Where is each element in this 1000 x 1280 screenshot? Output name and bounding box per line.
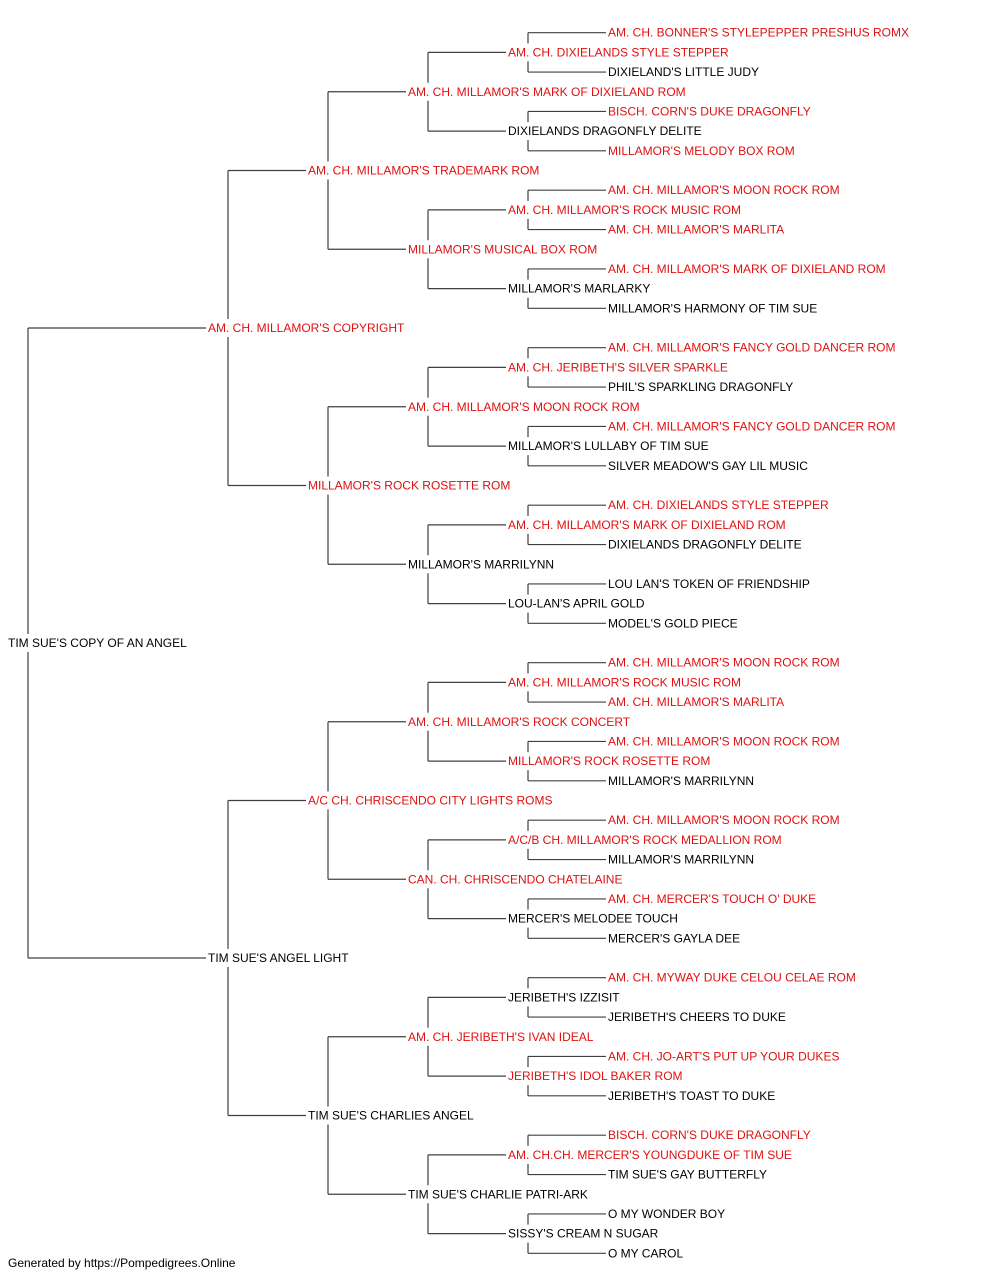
pedigree-entry-gen2: A/C CH. CHRISCENDO CITY LIGHTS ROMS (308, 794, 552, 808)
pedigree-entry-gen4: AM. CH. DIXIELANDS STYLE STEPPER (508, 45, 729, 59)
pedigree-entry-gen4: AM. CH. MILLAMOR'S MARK OF DIXIELAND ROM (508, 518, 786, 532)
pedigree-entry-gen3: AM. CH. MILLAMOR'S MARK OF DIXIELAND ROM (408, 85, 686, 99)
pedigree-entry-gen4: AM. CH. MILLAMOR'S ROCK MUSIC ROM (508, 675, 741, 689)
pedigree-entry-gen5: O MY CAROL (608, 1246, 683, 1260)
pedigree-entry-gen4: SISSY'S CREAM N SUGAR (508, 1227, 659, 1241)
pedigree-entry-gen2: AM. CH. MILLAMOR'S TRADEMARK ROM (308, 164, 539, 178)
pedigree-entry-gen5: PHIL'S SPARKLING DRAGONFLY (608, 380, 793, 394)
pedigree-entry-gen5: O MY WONDER BOY (608, 1207, 725, 1221)
pedigree-entry-gen5: AM. CH. MILLAMOR'S MARLITA (608, 695, 784, 709)
pedigree-entry-gen5: AM. CH. DIXIELANDS STYLE STEPPER (608, 498, 829, 512)
pedigree-entry-gen5: AM. CH. MILLAMOR'S MARK OF DIXIELAND ROM (608, 262, 886, 276)
pedigree-entry-gen4: AM. CH. JERIBETH'S SILVER SPARKLE (508, 360, 728, 374)
pedigree-entry-gen5: MERCER'S GAYLA DEE (608, 931, 740, 945)
generated-by-footer: Generated by https://Pompedigrees.Online (8, 1256, 236, 1270)
pedigree-entry-gen5: AM. CH. JO-ART'S PUT UP YOUR DUKES (608, 1049, 839, 1063)
pedigree-entry-gen4: MILLAMOR'S ROCK ROSETTE ROM (508, 754, 710, 768)
pedigree-entry-gen4: JERIBETH'S IZZISIT (508, 990, 620, 1004)
pedigree-entry-gen4: AM. CH. MILLAMOR'S ROCK MUSIC ROM (508, 203, 741, 217)
pedigree-entry-gen3: AM. CH. MILLAMOR'S MOON ROCK ROM (408, 400, 640, 414)
pedigree-entry-gen2: TIM SUE'S CHARLIES ANGEL (308, 1109, 474, 1123)
pedigree-entry-gen3: MILLAMOR'S MUSICAL BOX ROM (408, 242, 597, 256)
pedigree-entry-gen5: JERIBETH'S TOAST TO DUKE (608, 1089, 775, 1103)
pedigree-entry-gen5: TIM SUE'S GAY BUTTERFLY (608, 1168, 767, 1182)
pedigree-entry-gen4: LOU-LAN'S APRIL GOLD (508, 597, 645, 611)
pedigree-entry-gen5: DIXIELAND'S LITTLE JUDY (608, 65, 759, 79)
pedigree-entry-gen4: DIXIELANDS DRAGONFLY DELITE (508, 124, 702, 138)
pedigree-entry-gen2: MILLAMOR'S ROCK ROSETTE ROM (308, 479, 510, 493)
pedigree-entry-gen5: MILLAMOR'S MELODY BOX ROM (608, 144, 795, 158)
pedigree-entry-gen5: AM. CH. MYWAY DUKE CELOU CELAE ROM (608, 971, 856, 985)
pedigree-entry-gen5: AM. CH. BONNER'S STYLEPEPPER PRESHUS ROM… (608, 26, 909, 40)
pedigree-entry-gen4: A/C/B CH. MILLAMOR'S ROCK MEDALLION ROM (508, 833, 782, 847)
pedigree-entry-gen4: JERIBETH'S IDOL BAKER ROM (508, 1069, 683, 1083)
pedigree-entry-gen5: AM. CH. MILLAMOR'S MOON ROCK ROM (608, 183, 840, 197)
pedigree-entry-gen4: AM. CH.CH. MERCER'S YOUNGDUKE OF TIM SUE (508, 1148, 792, 1162)
pedigree-entry-gen3: MILLAMOR'S MARRILYNN (408, 557, 554, 571)
pedigree-entry-gen5: LOU LAN'S TOKEN OF FRIENDSHIP (608, 577, 810, 591)
pedigree-entry-gen3: TIM SUE'S CHARLIE PATRI-ARK (408, 1187, 588, 1201)
pedigree-entry-gen5: BISCH. CORN'S DUKE DRAGONFLY (608, 1128, 811, 1142)
pedigree-entry-gen5: AM. CH. MILLAMOR'S MARLITA (608, 223, 784, 237)
pedigree-entry-gen5: MILLAMOR'S HARMONY OF TIM SUE (608, 301, 817, 315)
pedigree-entry-gen5: AM. CH. MERCER'S TOUCH O' DUKE (608, 892, 816, 906)
pedigree-entry-gen5: MODEL'S GOLD PIECE (608, 616, 738, 630)
pedigree-entry-gen4: MILLAMOR'S LULLABY OF TIM SUE (508, 439, 709, 453)
pedigree-entry-gen1: AM. CH. MILLAMOR'S COPYRIGHT (208, 321, 405, 335)
pedigree-entry-gen5: JERIBETH'S CHEERS TO DUKE (608, 1010, 786, 1024)
pedigree-entry-gen5: BISCH. CORN'S DUKE DRAGONFLY (608, 104, 811, 118)
pedigree-entry-gen5: AM. CH. MILLAMOR'S MOON ROCK ROM (608, 813, 840, 827)
pedigree-entry-gen5: AM. CH. MILLAMOR'S FANCY GOLD DANCER ROM (608, 419, 895, 433)
pedigree-entry-gen5: SILVER MEADOW'S GAY LIL MUSIC (608, 459, 808, 473)
pedigree-entry-gen3: AM. CH. JERIBETH'S IVAN IDEAL (408, 1030, 594, 1044)
pedigree-entry-gen4: MERCER'S MELODEE TOUCH (508, 912, 678, 926)
pedigree-entry-gen5: AM. CH. MILLAMOR'S MOON ROCK ROM (608, 656, 840, 670)
pedigree-entry-gen4: MILLAMOR'S MARLARKY (508, 282, 650, 296)
pedigree-entry-gen3: CAN. CH. CHRISCENDO CHATELAINE (408, 872, 622, 886)
pedigree-entry-gen5: MILLAMOR'S MARRILYNN (608, 774, 754, 788)
pedigree-entry-gen3: AM. CH. MILLAMOR'S ROCK CONCERT (408, 715, 631, 729)
pedigree-entry-gen5: AM. CH. MILLAMOR'S FANCY GOLD DANCER ROM (608, 341, 895, 355)
pedigree-entry-gen0: TIM SUE'S COPY OF AN ANGEL (8, 636, 187, 650)
pedigree-entry-gen5: AM. CH. MILLAMOR'S MOON ROCK ROM (608, 734, 840, 748)
pedigree-entry-gen5: MILLAMOR'S MARRILYNN (608, 853, 754, 867)
pedigree-entry-gen1: TIM SUE'S ANGEL LIGHT (208, 951, 349, 965)
pedigree-entry-gen5: DIXIELANDS DRAGONFLY DELITE (608, 538, 802, 552)
